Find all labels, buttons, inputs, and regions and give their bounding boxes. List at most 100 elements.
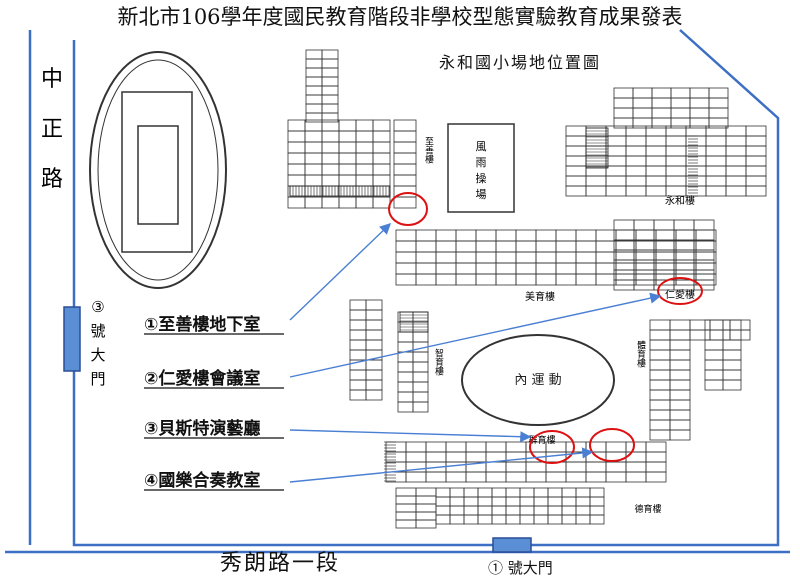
classroom-cell [445, 471, 467, 483]
classroom-cell [613, 97, 634, 109]
classroom-cell [485, 461, 507, 473]
classroom-cell [491, 514, 507, 525]
classroom-cell [355, 130, 374, 143]
classroom-cell [455, 251, 477, 264]
classroom-cell [465, 441, 487, 453]
classroom-cell [693, 279, 715, 291]
classroom-cell [565, 135, 587, 147]
classroom-cell [475, 262, 497, 275]
classroom-cell [397, 381, 414, 393]
classroom-cell [555, 251, 577, 264]
classroom-cell [653, 229, 675, 241]
classroom-cell [575, 505, 591, 516]
classroom-cell [722, 369, 742, 381]
classroom-cell [477, 487, 493, 498]
classroom-cell [321, 185, 340, 198]
classroom-cell [605, 461, 627, 473]
classroom-cell [633, 259, 655, 271]
classroom-cell [585, 175, 607, 187]
classroom-cell [693, 269, 715, 281]
classroom-cell [745, 155, 767, 167]
classroom-cell [605, 125, 627, 137]
classroom-cell [321, 196, 340, 209]
classroom-cell [505, 496, 521, 507]
classroom-cell [338, 130, 357, 143]
classroom-cell [722, 339, 742, 351]
classroom-cell [673, 249, 695, 261]
classroom-cell [477, 505, 493, 516]
classroom-cell [669, 389, 691, 401]
arrow-3 [289, 429, 532, 443]
classroom-cell [305, 103, 323, 114]
classroom-cell [305, 85, 323, 96]
classroom-cell [425, 471, 447, 483]
classroom-cell [533, 487, 549, 498]
classroom-cell [675, 251, 697, 264]
classroom-cell [705, 145, 727, 157]
classroom-cell [455, 273, 477, 286]
classroom-cell [635, 273, 657, 286]
label-tiyu-text: 體育樓 [635, 339, 646, 368]
inner-sports-field: 內 運 動 [461, 334, 615, 426]
classroom-cell [485, 441, 507, 453]
classroom-cell [615, 251, 637, 264]
deyu-building [395, 487, 605, 529]
legend-item-2: ②仁愛樓會議室 [144, 368, 260, 389]
qunyu-building [385, 441, 667, 483]
classroom-cell [519, 505, 535, 516]
classroom-cell [555, 262, 577, 275]
label-deyu: 德育樓 [634, 503, 661, 515]
label-yonghe: 永和樓 [665, 194, 695, 207]
legend-item-1: ①至善樓地下室 [144, 314, 260, 335]
classroom-cell [385, 471, 407, 483]
classroom-cell [321, 49, 339, 60]
classroom-cell [745, 145, 767, 157]
classroom-cell [645, 441, 667, 453]
classroom-cell [709, 319, 731, 331]
classroom-cell [708, 117, 729, 129]
classroom-cell [365, 389, 383, 401]
classroom-cell [349, 299, 367, 311]
classroom-cell [645, 175, 667, 187]
classroom-cell [505, 461, 527, 473]
classroom-cell [613, 239, 635, 251]
zhishan-building [287, 49, 417, 209]
classroom-cell [645, 135, 667, 147]
classroom-cell [645, 125, 667, 137]
classroom-cell [287, 141, 306, 154]
classroom-cell [372, 174, 391, 187]
road-west: 中 正 路 [41, 67, 63, 192]
classroom-cell [670, 87, 691, 99]
classroom-cell [585, 471, 607, 483]
classroom-cell [533, 496, 549, 507]
classroom-cell [449, 487, 465, 498]
classroom-cell [321, 112, 339, 123]
renai-building [613, 219, 715, 291]
gate-west-char-1: 號 [90, 322, 105, 340]
classroom-cell [338, 163, 357, 176]
classroom-cell [435, 505, 451, 516]
classroom-cell [669, 319, 691, 331]
classroom-cell [704, 379, 724, 391]
classroom-cell [649, 319, 671, 331]
classroom-cell [675, 229, 697, 242]
classroom-cell [349, 369, 367, 381]
classroom-cell [705, 155, 727, 167]
classroom-cell [525, 471, 547, 483]
classroom-cell [632, 107, 653, 119]
classroom-cell [585, 185, 607, 197]
classroom-cell [575, 487, 591, 498]
classroom-cell [709, 329, 731, 341]
classroom-cell [305, 94, 323, 105]
classroom-cell [633, 269, 655, 281]
classroom-cell [725, 125, 747, 137]
classroom-cell [605, 175, 627, 187]
classroom-cell [649, 389, 671, 401]
legend-item-3: ③貝斯特演藝廳 [144, 418, 260, 439]
classroom-cell [495, 229, 517, 242]
classroom-cell [704, 359, 724, 371]
classroom-cell [693, 249, 715, 261]
classroom-cell [415, 511, 437, 521]
classroom-cell [575, 240, 597, 253]
classroom-cell [615, 273, 637, 286]
